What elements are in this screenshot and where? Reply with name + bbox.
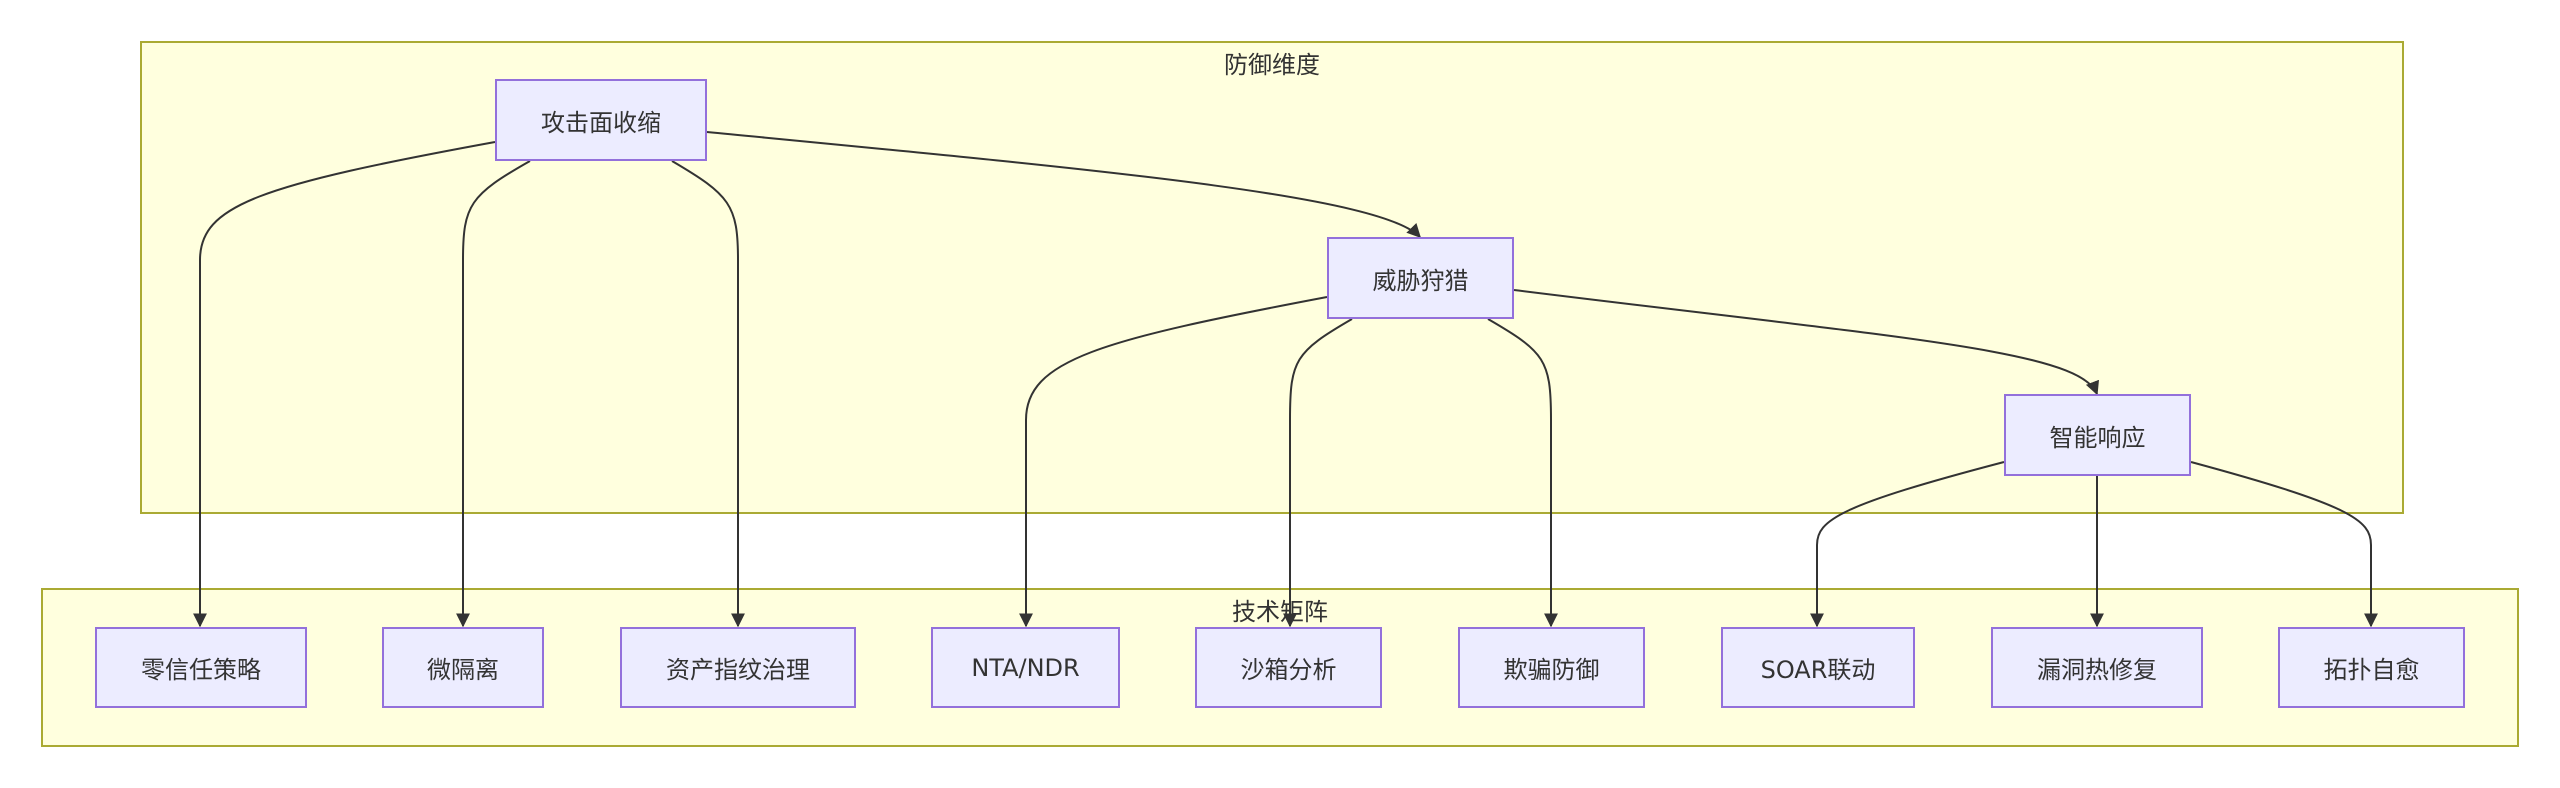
node-label: 智能响应 xyxy=(2049,423,2146,452)
node-label: SOAR联动 xyxy=(1760,656,1876,684)
node-label: 沙箱分析 xyxy=(1240,656,1337,684)
edge-threathunt-to-sandbox xyxy=(1283,318,1353,628)
node-label: 拓扑自愈 xyxy=(2323,656,2420,684)
node-label: 威胁狩猎 xyxy=(1372,266,1469,295)
node-nta-ndr: NTA/NDR xyxy=(931,627,1120,708)
node-label: 漏洞热修复 xyxy=(2037,656,2157,684)
node-hot-patch: 漏洞热修复 xyxy=(1991,627,2203,708)
node-soar: SOAR联动 xyxy=(1721,627,1915,708)
node-self-healing: 拓扑自愈 xyxy=(2278,627,2465,708)
node-threat-hunting: 威胁狩猎 xyxy=(1327,237,1514,319)
node-attack-surface: 攻击面收缩 xyxy=(495,79,707,161)
node-label: 欺骗防御 xyxy=(1503,656,1600,684)
edge-threathunt-to-deception xyxy=(1487,318,1558,628)
node-label: 资产指纹治理 xyxy=(666,656,810,684)
node-label: 零信任策略 xyxy=(141,656,261,684)
cluster-title: 技术矩阵 xyxy=(1232,598,1328,626)
edge-response-to-soar xyxy=(1810,461,2005,628)
node-deception: 欺骗防御 xyxy=(1458,627,1645,708)
node-label: 攻击面收缩 xyxy=(541,108,661,137)
edge-attack-to-zerotrust xyxy=(193,141,496,628)
edge-response-to-selfheal xyxy=(2190,461,2378,628)
node-micro-segmentation: 微隔离 xyxy=(382,627,544,708)
cluster-title: 防御维度 xyxy=(1224,51,1320,79)
node-sandbox: 沙箱分析 xyxy=(1195,627,1382,708)
node-asset-governance: 资产指纹治理 xyxy=(620,627,856,708)
node-smart-response: 智能响应 xyxy=(2004,394,2191,476)
edge-threathunt-to-nta xyxy=(1019,296,1328,628)
edge-attack-to-microseg xyxy=(456,160,531,628)
node-label: 微隔离 xyxy=(427,656,499,684)
edge-attack-to-threathunt xyxy=(706,131,1421,239)
edge-threathunt-to-response xyxy=(1513,289,2099,396)
edge-attack-to-asset xyxy=(671,160,745,628)
node-zero-trust: 零信任策略 xyxy=(95,627,307,708)
node-label: NTA/NDR xyxy=(971,653,1080,682)
